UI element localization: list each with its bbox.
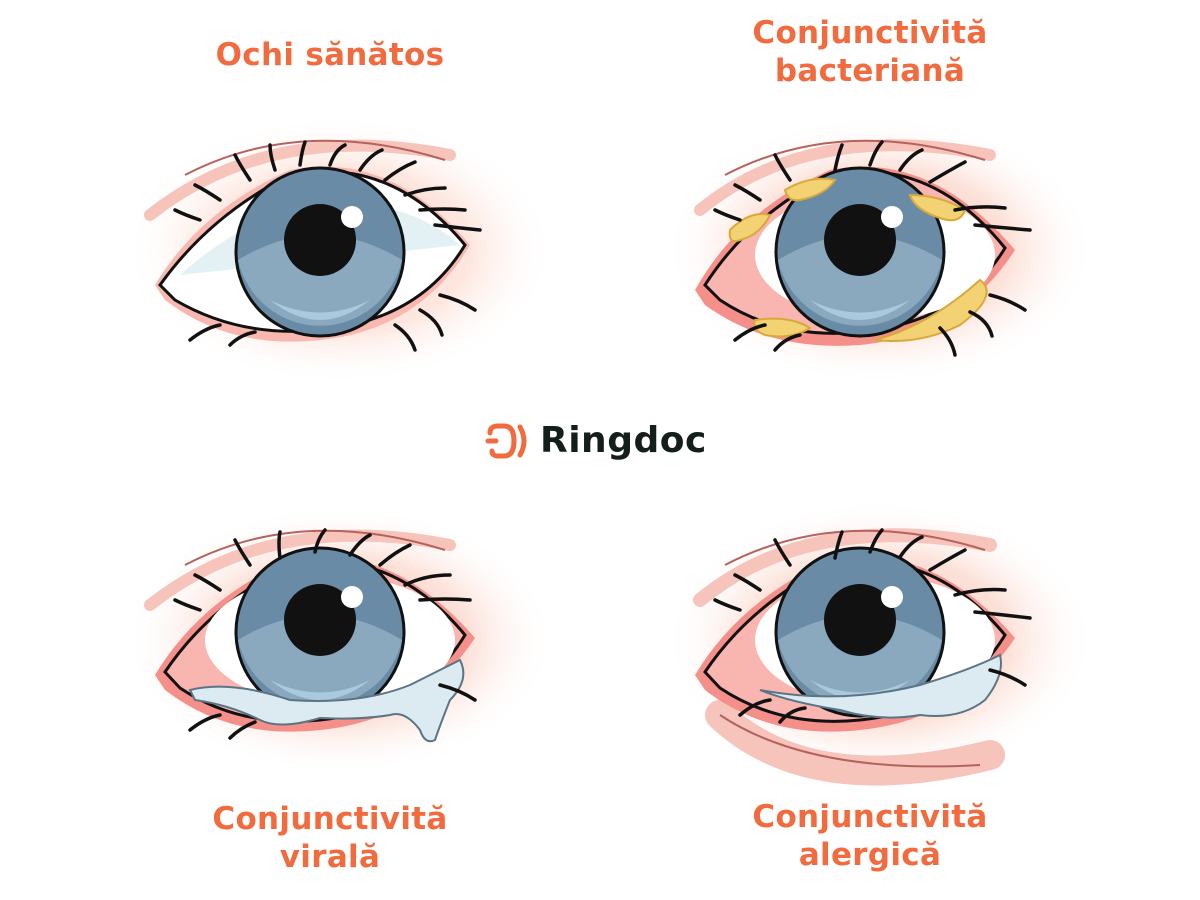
bacterial-conjunctivitis-illustration xyxy=(660,100,1100,400)
label-line: Conjunctivită xyxy=(752,799,988,835)
allergic-eye-icon xyxy=(665,500,1095,786)
label-line: Conjunctivită xyxy=(212,801,448,837)
label-healthy-eye: Ochi sănătos xyxy=(180,36,480,74)
ringdoc-logo-icon xyxy=(485,423,527,458)
label-line: virală xyxy=(279,839,381,875)
label-line: alergică xyxy=(798,837,942,873)
viral-conjunctivitis-illustration xyxy=(120,490,560,790)
healthy-eye-icon xyxy=(125,115,555,385)
brand-name: Ringdoc xyxy=(540,420,707,461)
bacterial-eye-icon xyxy=(665,115,1095,385)
label-bacterial-conjunctivitis: Conjunctivită bacteriană xyxy=(720,14,1020,90)
ringdoc-logo: Ringdoc xyxy=(484,420,707,461)
label-line: Ochi sănătos xyxy=(215,37,445,73)
label-line: Conjunctivită xyxy=(752,15,988,51)
viral-eye-icon xyxy=(125,505,555,775)
allergic-conjunctivitis-illustration xyxy=(660,490,1100,790)
label-viral-conjunctivitis: Conjunctivită virală xyxy=(180,800,480,876)
label-allergic-conjunctivitis: Conjunctivită alergică xyxy=(720,798,1020,874)
label-line: bacteriană xyxy=(774,53,966,89)
healthy-eye-illustration xyxy=(120,100,560,400)
